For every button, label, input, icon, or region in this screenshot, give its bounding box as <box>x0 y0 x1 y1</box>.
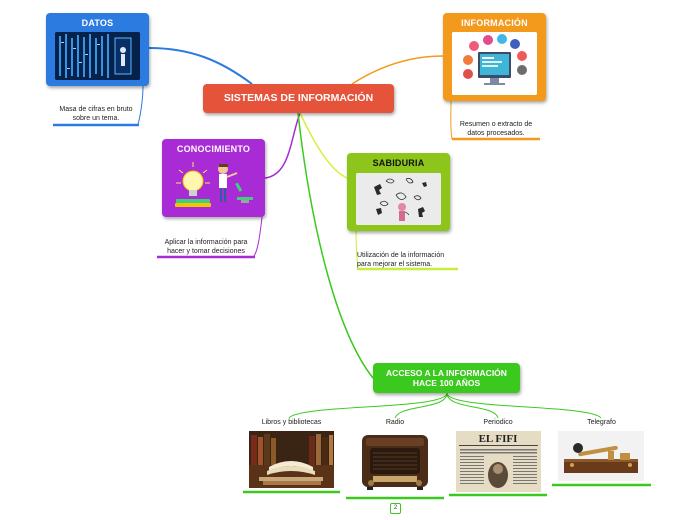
link-sabiduria <box>299 112 348 179</box>
link-leaf-telegrafo <box>446 392 602 419</box>
node-conocimiento-title: CONOCIMIENTO <box>176 144 251 154</box>
node-informacion-title: INFORMACIÓN <box>461 18 528 28</box>
central-topic[interactable]: SISTEMAS DE INFORMACIÓN <box>203 84 394 113</box>
link-acceso <box>297 112 374 379</box>
link-leaf-periodico <box>446 392 499 419</box>
link-cono-note <box>253 216 263 257</box>
link-informacion <box>351 55 444 85</box>
leaf-telegrafo-label[interactable]: Telegrafo <box>587 419 616 426</box>
note-sabiduria-line-1: Utilización de la información <box>357 252 445 259</box>
data-servers-image <box>55 32 140 80</box>
node-acceso-informacion[interactable]: ACCESO A LA INFORMACIÓN HACE 100 AÑOS <box>373 363 520 393</box>
link-datos-note <box>137 85 144 125</box>
node-conocimiento[interactable]: CONOCIMIENTO <box>162 139 265 217</box>
link-conocimiento <box>264 112 301 179</box>
newspaper-photo: EL FIFI <box>456 431 541 492</box>
note-informacion[interactable]: Resumen o extracto de datos procesados. <box>452 120 540 138</box>
radio-photo <box>361 433 429 491</box>
note-conocimiento-line-1: Aplicar la información para <box>164 239 248 246</box>
node-acceso-title-line-1: ACCESO A LA INFORMACIÓN <box>386 368 507 378</box>
link-info-note <box>450 100 453 140</box>
link-leaf-libros <box>288 392 448 419</box>
node-datos[interactable]: DATOS <box>46 13 149 86</box>
leaf-libros-label[interactable]: Libros y bibliotecas <box>261 419 322 426</box>
books-photo <box>249 431 334 488</box>
telegraph-photo <box>558 431 644 481</box>
central-topic-title: SISTEMAS DE INFORMACIÓN <box>223 92 374 104</box>
node-informacion[interactable]: INFORMACIÓN <box>443 13 546 101</box>
newspaper-masthead: EL FIFI <box>479 433 518 445</box>
leaf-periodico-label[interactable]: Periodico <box>483 419 513 426</box>
note-sabiduria[interactable]: Utilización de la información para mejor… <box>357 251 457 269</box>
note-informacion-line-2: datos procesados. <box>467 130 525 137</box>
knowledge-lightbulb-image <box>171 159 256 211</box>
note-conocimiento[interactable]: Aplicar la información para hacer y toma… <box>157 238 255 256</box>
link-datos <box>148 47 253 85</box>
link-leaf-radio <box>394 392 448 419</box>
link-sabi-note <box>355 230 359 270</box>
note-datos-line-1: Masa de cifras en bruto <box>59 106 133 113</box>
collapsed-count-badge[interactable]: 2 <box>390 503 401 514</box>
node-datos-title: DATOS <box>81 18 114 28</box>
node-sabiduria-title: SABIDURIA <box>372 158 425 168</box>
node-acceso-title-line-2: HACE 100 AÑOS <box>412 378 481 388</box>
note-datos-line-2: sobre un tema. <box>72 115 120 122</box>
computer-network-image <box>452 32 537 95</box>
note-sabiduria-line-2: para mejorar el sistema. <box>357 261 433 268</box>
leaf-radio-label[interactable]: Radio <box>385 419 405 426</box>
note-conocimiento-line-2: hacer y tomar decisiones <box>167 248 245 255</box>
note-informacion-line-1: Resumen o extracto de <box>459 121 533 128</box>
note-datos[interactable]: Masa de cifras en bruto sobre un tema. <box>53 105 139 123</box>
node-sabiduria[interactable]: SABIDURIA <box>347 153 450 231</box>
wisdom-sketch-image <box>356 173 441 225</box>
